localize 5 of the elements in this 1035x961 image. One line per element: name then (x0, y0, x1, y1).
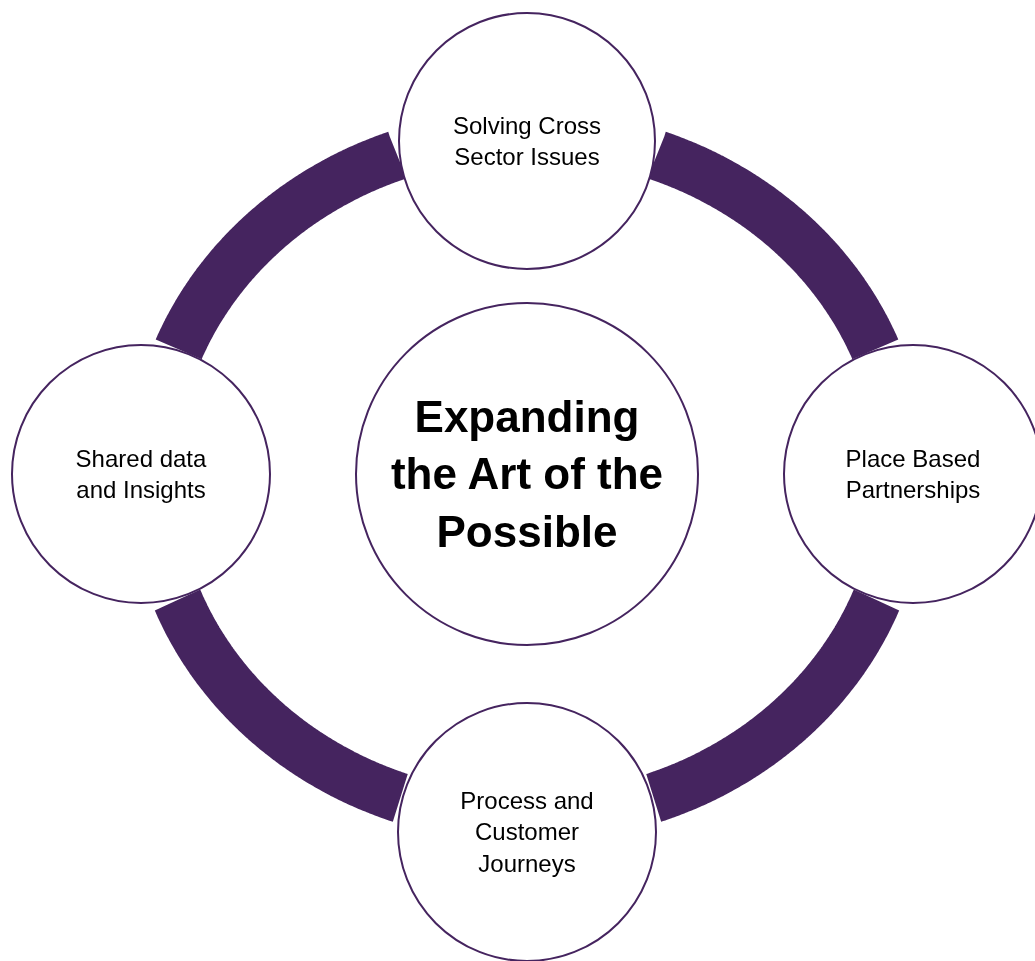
node-label: Process and Customer Journeys (459, 786, 595, 879)
node-label: Shared data and Insights (74, 443, 208, 505)
node-label: Solving Cross Sector Issues (451, 110, 603, 172)
center-title: Expanding the Art of the Possible (389, 391, 665, 558)
node-label: Place Based Partnerships (844, 443, 982, 505)
